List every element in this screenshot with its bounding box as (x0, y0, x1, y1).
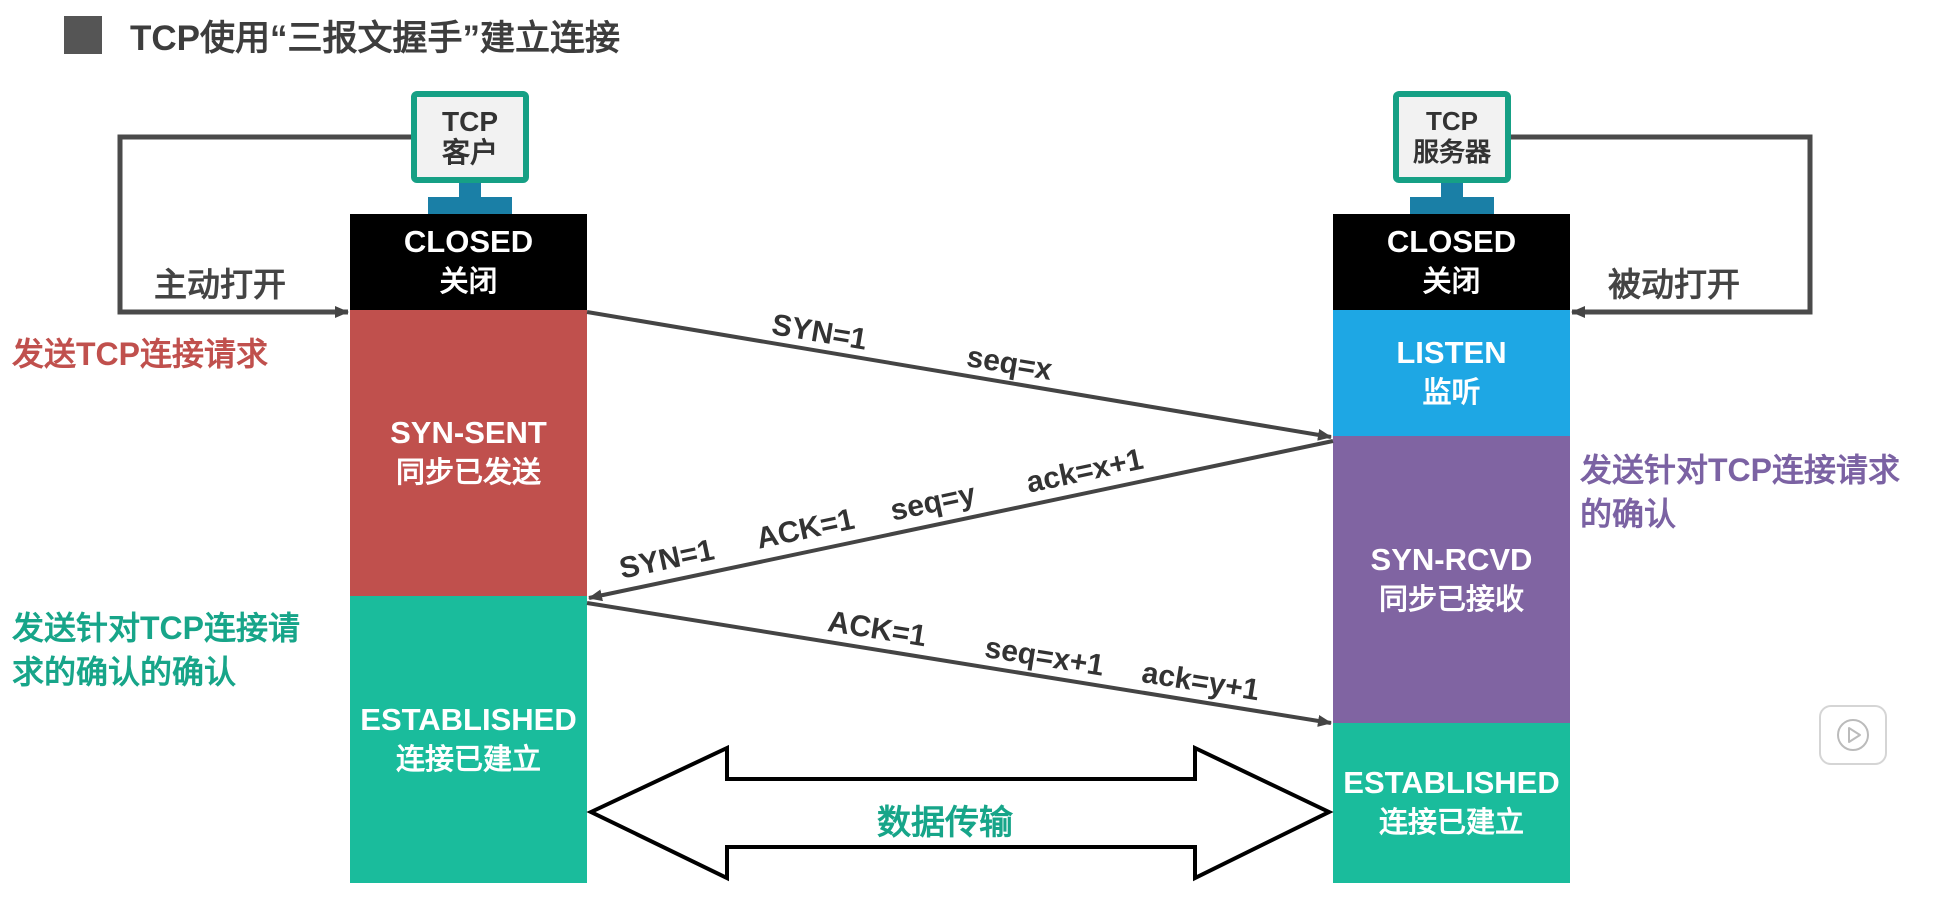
server-state-established-en: ESTABLISHED (1343, 765, 1560, 800)
server-state-closed-en: CLOSED (1386, 224, 1517, 259)
client-open-connector (117, 134, 411, 318)
server-state-listen-cn: 监听 (1422, 377, 1481, 409)
client-state-syn-sent-cn: 同步已发送 (395, 457, 541, 489)
note-client-ack-line2: 求的确认的确认 (12, 654, 237, 690)
play-button[interactable] (1819, 705, 1887, 765)
client-state-closed-cn: 关闭 (439, 266, 498, 298)
client-monitor-screen: TCP 客户 (411, 91, 529, 183)
client-monitor-base (428, 197, 512, 215)
server-monitor-line1: TCP (1426, 106, 1478, 136)
title-marker-icon (64, 16, 102, 54)
server-monitor-base (1410, 197, 1494, 215)
server-state-established: ESTABLISHED 连接已建立 (1333, 723, 1570, 883)
client-computer-icon: TCP 客户 (411, 91, 529, 215)
passive-open-label: 被动打开 (1608, 266, 1740, 303)
client-state-established-en: ESTABLISHED (360, 701, 577, 737)
server-state-syn-rcvd-en: SYN-RCVD (1370, 541, 1533, 577)
note-client-ack-line1: 发送针对TCP连接请 (12, 610, 301, 646)
server-state-listen: LISTEN 监听 (1333, 310, 1570, 436)
server-state-syn-rcvd: SYN-RCVD 同步已接收 (1333, 436, 1570, 723)
client-state-established-cn: 连接已建立 (395, 743, 541, 776)
page-title: TCP使用“三报文握手”建立连接 (130, 19, 621, 58)
server-state-established-cn: 连接已建立 (1378, 807, 1524, 839)
msg2-arrow (588, 439, 1334, 602)
note-server-ack-line2: 的确认 (1580, 496, 1677, 532)
note-client-send-request: 发送TCP连接请求 (12, 336, 269, 372)
client-state-closed-en: CLOSED (403, 224, 534, 259)
server-computer-icon: TCP 服务器 (1393, 91, 1511, 215)
note-client-ack: 发送针对TCP连接请 求的确认的确认 (12, 606, 300, 694)
data-transfer-label: 数据传输 (877, 804, 1013, 842)
client-state-closed: CLOSED 关闭 (350, 214, 587, 310)
data-transfer-arrow (586, 744, 1334, 882)
client-monitor-neck (459, 183, 481, 197)
play-icon (1837, 719, 1869, 751)
client-state-established: ESTABLISHED 连接已建立 (350, 596, 587, 883)
client-state-syn-sent: SYN-SENT 同步已发送 (350, 310, 587, 596)
server-state-listen-en: LISTEN (1396, 335, 1507, 370)
server-monitor-neck (1441, 183, 1463, 197)
client-state-syn-sent-en: SYN-SENT (390, 415, 547, 450)
active-open-label: 主动打开 (154, 266, 286, 303)
server-monitor-screen: TCP 服务器 (1393, 91, 1511, 183)
msg3-arrow (586, 601, 1332, 727)
server-monitor-line2: 服务器 (1412, 137, 1491, 167)
msg1-arrow (586, 310, 1332, 441)
client-state-column: CLOSED 关闭 SYN-SENT 同步已发送 ESTABLISHED 连接已… (350, 214, 587, 883)
note-server-ack: 发送针对TCP连接请求 的确认 (1580, 448, 1900, 536)
client-monitor-line1: TCP (442, 106, 498, 137)
server-state-column: CLOSED 关闭 LISTEN 监听 SYN-RCVD 同步已接收 ESTAB… (1333, 214, 1570, 883)
client-monitor-line2: 客户 (441, 137, 498, 168)
server-open-connector (1511, 134, 1813, 318)
server-state-closed: CLOSED 关闭 (1333, 214, 1570, 310)
server-state-syn-rcvd-cn: 同步已接收 (1378, 583, 1524, 616)
server-state-closed-cn: 关闭 (1422, 266, 1481, 298)
note-server-ack-line1: 发送针对TCP连接请求 (1580, 452, 1901, 488)
